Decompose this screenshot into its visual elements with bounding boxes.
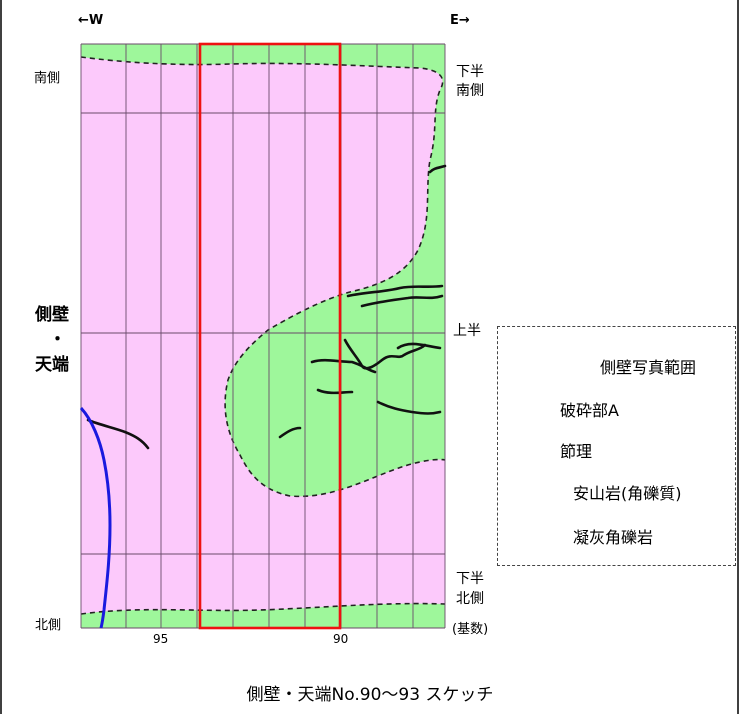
legend-label-fracture: 破砕部A [560,401,619,420]
joints [86,164,447,450]
andesite-upper-region [81,57,445,628]
legend-label-joint: 節理 [560,442,593,461]
lower-half-south-label-2: 南側 [456,83,484,99]
north-side-label: 北側 [35,618,62,633]
lower-half-south-label-1: 下半 [456,64,484,80]
fracture-zone-a [79,406,112,629]
legend-item-photo-range: 側壁写真範囲 [498,353,737,383]
legend-label-andesite: 安山岩(角礫質) [573,484,682,503]
base-count-label: (基数) [452,622,489,637]
legend-item-fracture: 破砕部A [498,396,737,426]
legend-label-photo-range: 側壁写真範囲 [600,358,697,377]
lower-half-north-label-2: 北側 [456,591,484,607]
legend-box: 側壁写真範囲 破砕部A 節理 安山岩(角礫質) 凝灰角礫岩 [497,326,736,566]
legend-item-tuff: 凝灰角礫岩 [498,523,737,553]
upper-boundary-dashed [80,56,446,498]
grid-horizontal [81,43,445,629]
south-side-label: 南側 [34,71,61,86]
lower-boundary-dashed [80,602,446,615]
side-title-line1: 側壁 [35,305,69,325]
grid-vertical [80,44,446,628]
photo-range-rect [198,42,342,630]
tick-90: 90 [333,632,349,646]
west-label: ←W [78,13,104,28]
figure-caption: 側壁・天端No.90〜93 スケッチ [246,685,494,705]
east-label: E→ [450,13,470,28]
legend-label-tuff: 凝灰角礫岩 [573,528,654,547]
lower-half-north-label-1: 下半 [456,571,484,587]
side-title-line2: ・ [49,330,66,350]
side-title-line3: 天端 [35,355,69,375]
legend-item-andesite: 安山岩(角礫質) [498,479,737,509]
legend-item-joint: 節理 [498,437,737,467]
tick-95: 95 [153,632,169,646]
tuff-lower-band [81,603,445,628]
upper-half-label: 上半 [453,323,481,339]
